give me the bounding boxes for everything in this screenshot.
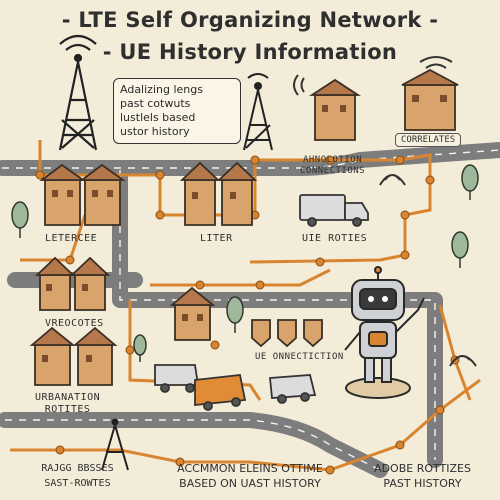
caption-line: BASED ON UAST HISTORY: [179, 477, 321, 490]
label-line: URBANATION: [35, 392, 101, 403]
caption-line: SAST-ROWTES: [44, 478, 111, 489]
truck-icon: [299, 194, 369, 227]
page-title: - LTE Self Organizing Network -: [61, 8, 439, 32]
caption-line: ACCMMON ELEINS OTTIME: [177, 462, 323, 475]
label-line: AHNOLOTION: [302, 155, 363, 165]
signal-icon: [293, 56, 477, 367]
note-line: ustor history: [120, 125, 190, 138]
caption-line: RAJGG BBSSES: [41, 463, 114, 474]
caption-line: ADOBE ROTTIZES: [374, 462, 471, 475]
analysis-note: Adalizing lengs past cotwuts lustlels ba…: [113, 78, 241, 144]
label-correlates: CORRELATES: [395, 133, 462, 147]
tree-icons: [11, 164, 479, 362]
caption-right: ADOBE ROTTIZES PAST HISTORY: [355, 456, 490, 496]
note-line: Adalizing lengs: [120, 83, 203, 96]
label-connections: AHNOLOTION CONNECTIONS: [300, 155, 365, 177]
lte-tower-icon: [243, 73, 273, 151]
route-nodes: [35, 155, 460, 475]
label-liter: LITER: [200, 233, 233, 244]
label-line: CONNECTIONS: [300, 166, 366, 176]
note-line: lustlels based: [120, 111, 196, 124]
van-icon: [154, 364, 317, 411]
caption-line: PAST HISTORY: [383, 477, 462, 490]
label-line: ROTITES: [44, 404, 91, 415]
caption-middle: ACCMMON ELEINS OTTIME BASED ON UAST HIST…: [160, 456, 340, 496]
caption-left: RAJGG BBSSES SAST-ROWTES: [15, 456, 140, 496]
lte-tower-icon: [101, 418, 129, 471]
note-line: past cotwuts: [120, 97, 191, 110]
label-ue-roties: UIE ROTIES: [302, 233, 368, 244]
label-letercee: LETERCEE: [45, 233, 98, 244]
robot-icon: [344, 266, 425, 399]
label-ue-connection: UE ONNECTICTION: [255, 352, 344, 362]
lte-tower-icon: [58, 34, 98, 151]
label-vreocotes: VREOCOTES: [45, 318, 104, 329]
house-icons: [29, 68, 459, 386]
page-subtitle: - UE History Information: [102, 40, 398, 64]
label-urbanation: URBANATION ROTITES: [35, 392, 100, 416]
